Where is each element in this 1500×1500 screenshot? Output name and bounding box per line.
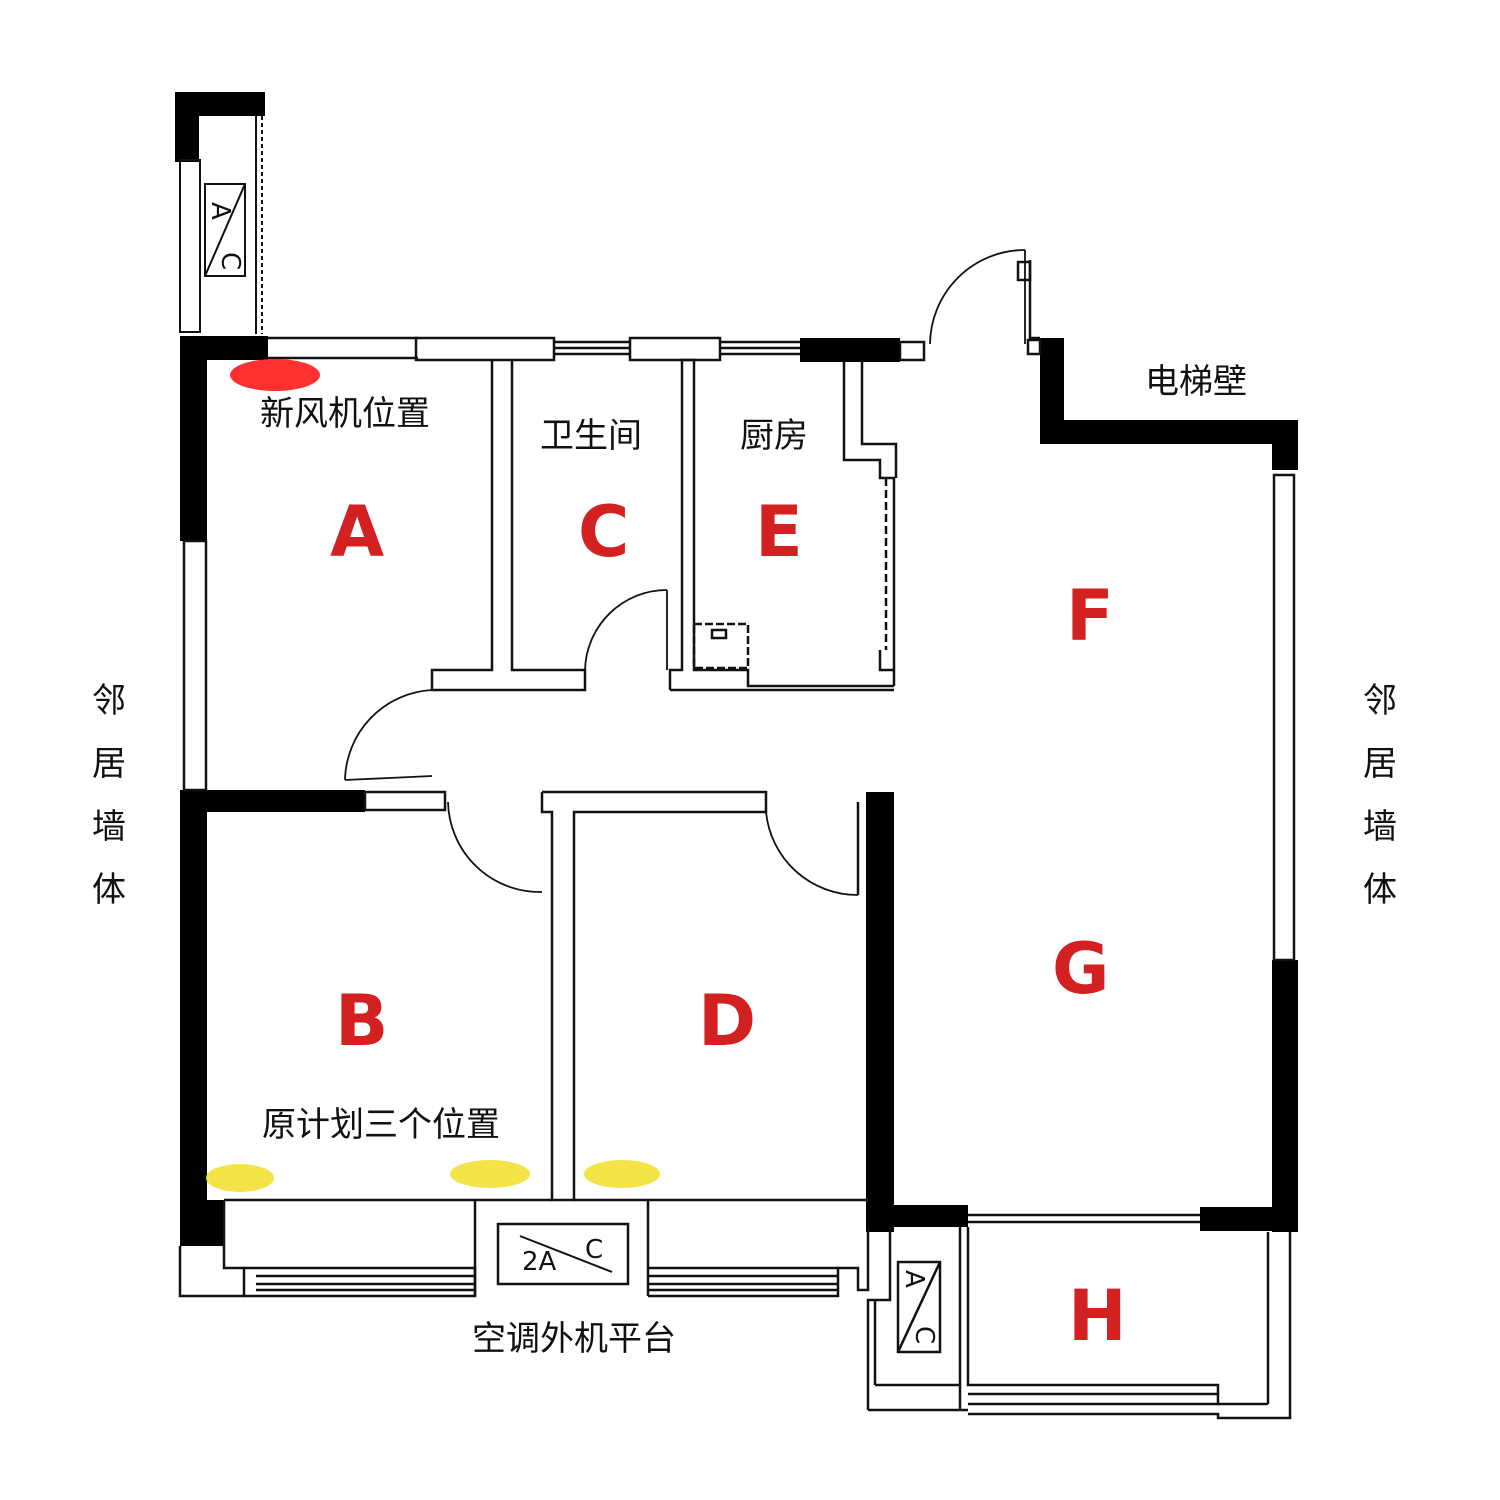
neighbor-wall-right-char: 体 [1363,870,1397,910]
room-a-letter: A [330,491,384,573]
neighbor-wall-left-char: 邻 [92,681,126,721]
door-swings [344,249,1026,896]
wall-outlines [178,260,1296,1420]
elevator-wall-label: 电梯壁 [1145,362,1247,402]
neighbor-wall-right-char: 墙 [1363,807,1397,847]
ac-enclosure-top-left [175,92,265,334]
bathroom-label: 卫生间 [540,416,642,456]
room-d-letter: D [698,980,756,1062]
room-g-letter: G [1052,928,1109,1010]
neighbor-wall-left-char: 墙 [92,807,126,847]
room-e-letter: E [755,491,803,573]
neighbor-wall-right-label: 邻 居 墙 体 [1363,681,1397,910]
neighbor-wall-left-label: 邻 居 墙 体 [92,681,126,910]
ac-platform-label: 空调外机平台 [472,1319,676,1359]
neighbor-wall-left-char: 居 [92,744,126,784]
ac-unit-top-left-c: C [215,252,245,270]
ac-unit-bottom-right-c: C [909,1326,939,1344]
neighbor-wall-left-char: 体 [92,870,126,910]
room-b-letter: B [335,980,388,1062]
ac-unit-top-left-a: A [205,202,235,220]
walls [180,336,1298,1246]
planned-marker-3 [584,1160,660,1188]
room-f-letter: F [1066,575,1114,657]
neighbor-wall-right-char: 居 [1363,744,1397,784]
room-h-letter: H [1068,1275,1127,1357]
planned-marker-1 [206,1164,274,1192]
neighbor-wall-right-char: 邻 [1363,681,1397,721]
ac-box-diagonal [519,1235,613,1273]
planned-positions-label: 原计划三个位置 [262,1105,500,1145]
fresh-air-unit-label: 新风机位置 [260,394,430,434]
ac-unit-bottom-center-c: C [585,1235,603,1265]
fresh-air-marker [230,359,320,391]
room-c-letter: C [578,491,629,573]
ac-unit-bottom-center-2a: 2A [522,1247,557,1277]
planned-marker-2 [450,1160,530,1188]
kitchen-label: 厨房 [740,416,808,456]
ac-unit-bottom-right-a: A [899,1270,929,1288]
